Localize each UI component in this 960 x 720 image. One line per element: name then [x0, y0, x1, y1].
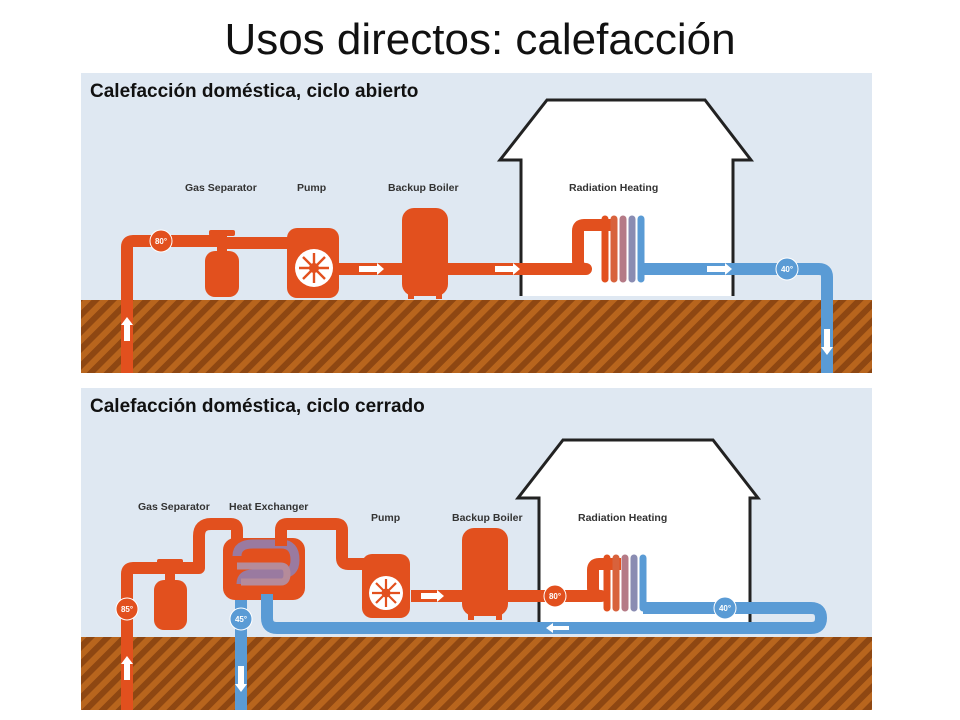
temp-loop-return-value: 40°	[719, 604, 731, 613]
slide-title: Usos directos: calefacción	[224, 15, 736, 64]
loop-hot-pipe	[275, 518, 621, 602]
closed-cycle-diagram: 85° 45° 80° 40° Gas Separator Heat Excha…	[81, 388, 872, 710]
well-hot-pipe	[121, 518, 243, 710]
pump-icon	[362, 554, 410, 618]
temp-badge-loop-supply: 80°	[543, 584, 567, 608]
ground-soil	[81, 637, 872, 710]
backup-boiler-icon	[402, 208, 448, 299]
gas-separator-icon	[205, 230, 239, 297]
radiator-icon	[601, 215, 645, 283]
temp-loop-supply-value: 80°	[549, 592, 561, 601]
label-backup-boiler: Backup Boiler	[388, 182, 459, 194]
open-cycle-diagram: 80° 40° Gas Separator Pump Backup Boiler…	[81, 73, 872, 373]
ground-soil	[81, 300, 872, 373]
gas-separator-icon	[154, 559, 187, 630]
label-radiation-heating: Radiation Heating	[578, 512, 667, 524]
label-backup-boiler: Backup Boiler	[452, 512, 523, 524]
loop-cold-pipe	[261, 594, 827, 634]
label-pump: Pump	[371, 512, 400, 524]
open-cycle-svg: 80° 40° Gas Separator Pump Backup Boiler…	[81, 73, 872, 373]
label-gas-separator: Gas Separator	[138, 501, 210, 513]
radiator-icon	[603, 554, 647, 612]
label-heat-exchanger: Heat Exchanger	[229, 501, 308, 513]
temp-return-value: 40°	[781, 265, 793, 274]
arrow-icon	[121, 263, 833, 355]
pump-icon	[287, 228, 339, 298]
cold-pipe	[641, 263, 833, 373]
temp-well-supply-value: 85°	[121, 605, 133, 614]
temp-supply-value: 80°	[155, 237, 167, 246]
panel-heading-open: Calefacción doméstica, ciclo abierto	[90, 81, 419, 102]
temp-badge-supply: 80°	[149, 229, 173, 253]
closed-cycle-svg: 85° 45° 80° 40° Gas Separator Heat Excha…	[81, 388, 872, 710]
temp-badge-return: 40°	[775, 257, 799, 281]
label-pump: Pump	[297, 182, 326, 194]
house-icon	[496, 98, 755, 296]
panel-heading-closed: Calefacción doméstica, ciclo cerrado	[90, 396, 425, 417]
label-radiation-heating: Radiation Heating	[569, 182, 658, 194]
temp-well-return-value: 45°	[235, 615, 247, 624]
label-gas-separator: Gas Separator	[185, 182, 257, 194]
temp-badge-well-supply: 85°	[115, 597, 139, 621]
temp-badge-loop-return: 40°	[713, 596, 737, 620]
temp-badge-well-return: 45°	[229, 607, 253, 631]
heat-exchanger-icon	[223, 538, 305, 600]
arrow-icon	[121, 590, 569, 692]
backup-boiler-icon	[462, 528, 508, 620]
house-icon	[514, 438, 762, 632]
